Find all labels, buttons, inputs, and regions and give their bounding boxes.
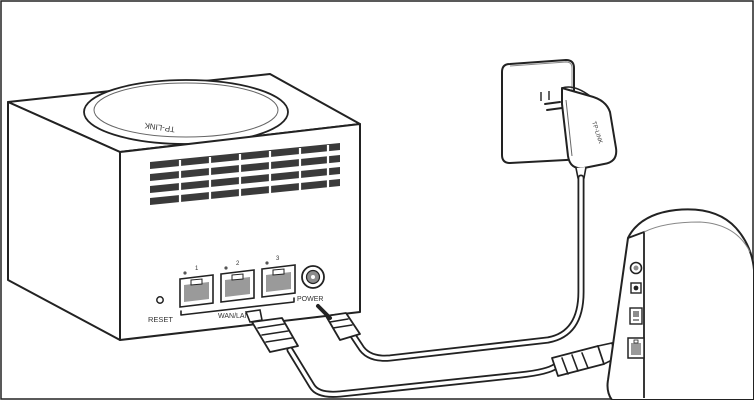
- ethernet-port-1[interactable]: [179, 274, 214, 308]
- extender-unit: [606, 208, 754, 400]
- router-top-ring-inner: [93, 82, 279, 138]
- reset-label: RESET: [148, 315, 173, 324]
- port-1-led: [183, 271, 187, 275]
- power-adapter: TP-LINK: [544, 86, 618, 179]
- router-unit: TP-LINK RESET: [7, 73, 361, 341]
- port-2-led: [224, 266, 228, 270]
- port-1-number: 1: [195, 266, 199, 272]
- wan-lan-bracket: [180, 297, 295, 316]
- extender-usb-port[interactable]: [629, 307, 643, 325]
- extender-ethernet-port[interactable]: [627, 337, 645, 359]
- port-3-led: [265, 261, 269, 265]
- ethernet-port-2[interactable]: [220, 269, 255, 303]
- port-2-number: 2: [236, 261, 240, 267]
- wan-lan-label: WAN/LAN: [218, 313, 250, 320]
- router-logo: TP-LINK: [143, 121, 175, 134]
- reset-button[interactable]: [156, 296, 164, 304]
- ethernet-cable: [244, 309, 617, 398]
- extender-coax-port[interactable]: [629, 261, 643, 275]
- router-vent-grille: [150, 143, 340, 207]
- port-3-number: 3: [276, 256, 280, 262]
- extender-button[interactable]: [630, 282, 642, 294]
- power-label: POWER: [297, 296, 323, 303]
- power-cable: [316, 174, 585, 362]
- ethernet-port-3[interactable]: [261, 264, 296, 298]
- power-port[interactable]: [301, 265, 325, 289]
